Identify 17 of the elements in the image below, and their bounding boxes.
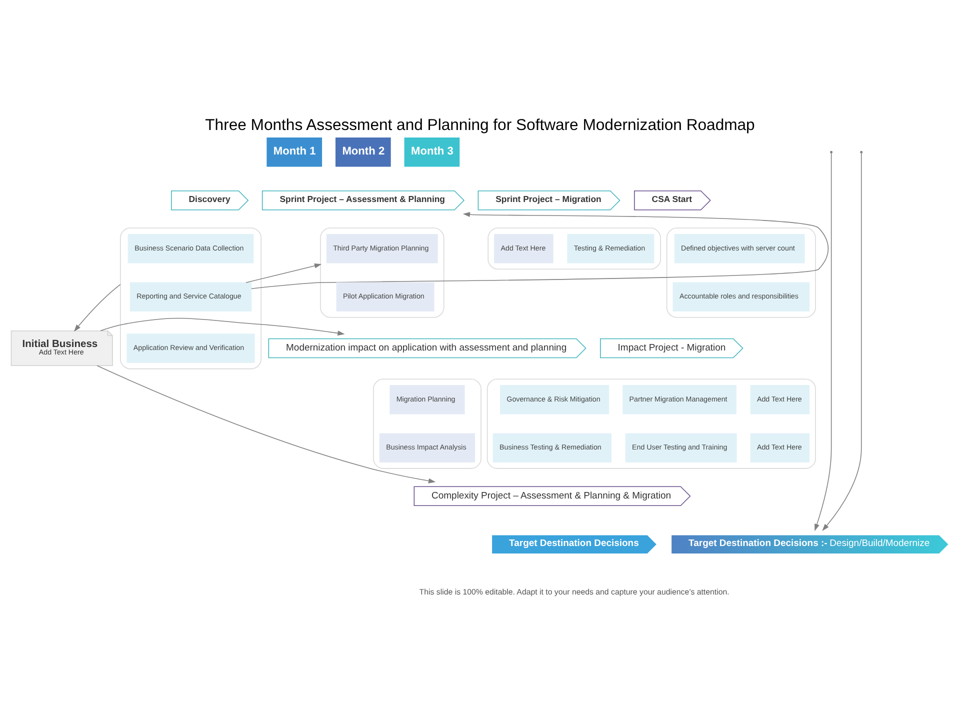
cluster xyxy=(120,227,262,369)
diagram-title: Three Months Assessment and Planning for Software Modernization Roadmap xyxy=(205,116,755,134)
arrow xyxy=(251,211,829,288)
cluster xyxy=(666,227,816,318)
arrow xyxy=(814,152,832,531)
cluster xyxy=(320,227,444,318)
arrow xyxy=(96,364,436,483)
arrow xyxy=(74,284,121,332)
node-box: Month 1 xyxy=(266,136,322,166)
node-box: Month 2 xyxy=(335,136,391,166)
arrow xyxy=(246,262,322,282)
arrow xyxy=(822,152,862,530)
cluster xyxy=(488,227,661,270)
node-box: Month 3 xyxy=(404,136,460,166)
cluster xyxy=(486,378,816,468)
caption: This slide is 100% editable. Adapt it to your needs and capture your audience’s attention. xyxy=(419,587,730,596)
cluster xyxy=(373,378,482,468)
